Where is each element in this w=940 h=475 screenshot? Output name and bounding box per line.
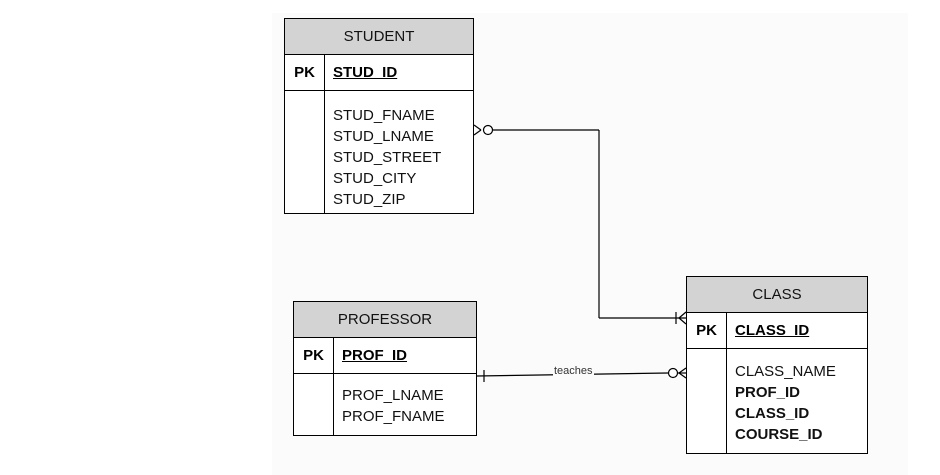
pk-attribute: PROF_ID	[342, 347, 408, 364]
attribute-list: CLASS_NAME PROF_ID CLASS_ID COURSE_ID	[727, 349, 836, 453]
entity-student: STUDENT PK STUD_ID STUD_FNAME STUD_LNAME…	[284, 18, 474, 214]
pk-attribute: CLASS_ID	[735, 322, 810, 339]
relationship-label-teaches: teaches	[553, 365, 594, 377]
attribute: CLASS_NAME	[735, 363, 836, 380]
key-gutter	[687, 349, 727, 453]
pk-attribute: STUD_ID	[333, 64, 398, 81]
attribute: STUD_STREET	[333, 149, 442, 166]
foreign-key-attribute: COURSE_ID	[735, 426, 823, 443]
attribute-list: STUD_FNAME STUD_LNAME STUD_STREET STUD_C…	[325, 91, 441, 213]
attribute: STUD_LNAME	[333, 128, 434, 145]
key-gutter	[285, 91, 325, 213]
attribute: STUD_ZIP	[333, 191, 406, 208]
attribute-list: PROF_LNAME PROF_FNAME	[334, 374, 445, 435]
foreign-key-attribute: CLASS_ID	[735, 405, 810, 422]
foreign-key-attribute: PROF_ID	[735, 384, 801, 401]
pk-label: PK	[285, 55, 325, 90]
entity-professor: PROFESSOR PK PROF_ID PROF_LNAME PROF_FNA…	[293, 301, 477, 436]
attribute-section: CLASS_NAME PROF_ID CLASS_ID COURSE_ID	[687, 349, 867, 453]
entity-title: PROFESSOR	[294, 302, 476, 338]
pk-label: PK	[687, 313, 727, 348]
attribute: PROF_LNAME	[342, 387, 444, 404]
attribute: STUD_FNAME	[333, 107, 435, 124]
entity-class: CLASS PK CLASS_ID CLASS_NAME PROF_ID CLA…	[686, 276, 868, 454]
entity-title: CLASS	[687, 277, 867, 313]
attribute-section: STUD_FNAME STUD_LNAME STUD_STREET STUD_C…	[285, 91, 473, 213]
primary-key-row: PK STUD_ID	[285, 55, 473, 91]
primary-key-row: PK CLASS_ID	[687, 313, 867, 349]
pk-label: PK	[294, 338, 334, 373]
attribute: STUD_CITY	[333, 170, 417, 187]
key-gutter	[294, 374, 334, 435]
entity-title: STUDENT	[285, 19, 473, 55]
primary-key-row: PK PROF_ID	[294, 338, 476, 374]
attribute: PROF_FNAME	[342, 408, 445, 425]
attribute-section: PROF_LNAME PROF_FNAME	[294, 374, 476, 435]
